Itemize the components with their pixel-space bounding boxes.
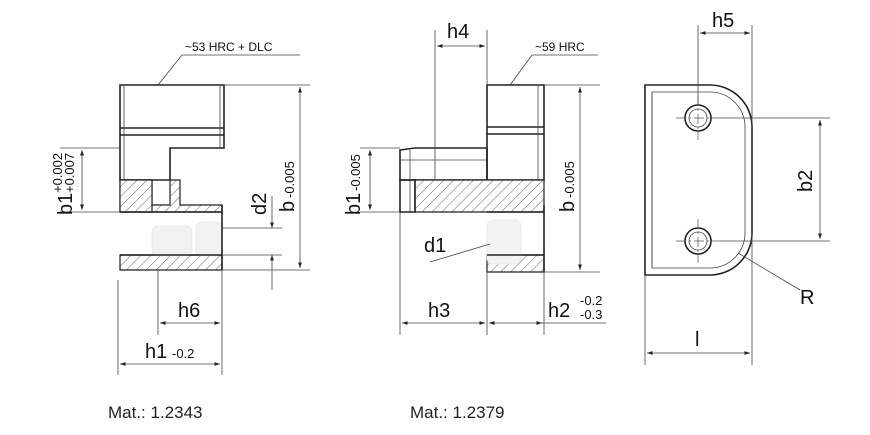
left-dim-b1-lower-tol: +0.007 [62,153,77,193]
middle-dim-b1: b1 [343,193,365,215]
middle-part-view: ~59 HRC h4 b1 [343,21,606,422]
middle-section-hatch [414,179,545,213]
left-dim-h1: h1 [145,341,167,363]
right-dim-l: l [695,329,699,351]
right-plate-outline [644,84,753,276]
middle-dim-h4: h4 [447,21,469,43]
left-dim-b: b [277,201,299,212]
middle-dim-h3: h3 [428,300,450,322]
left-upper-block [119,84,225,181]
middle-upper-block [486,84,545,181]
middle-dim-h2-lower-tol: -0.3 [580,307,602,322]
left-lower-plate [119,254,223,271]
left-dim-h1-tol: -0.2 [172,346,194,361]
left-dim-h6: h6 [178,300,200,322]
left-dim-b1-upper-tol: +0.002 [50,153,65,193]
left-hardness-leader [157,54,183,86]
left-dim-b-tol: -0.005 [282,161,297,198]
middle-material-label: Mat.: 1.2379 [410,403,505,422]
middle-dim-b: b [557,201,579,212]
left-hardness-note: ~53 HRC + DLC [185,40,273,54]
left-dim-b1: b1 [55,193,77,215]
middle-hardness-note: ~59 HRC [535,40,585,54]
left-part-view: ~53 HRC + DLC b1 +0.002 [50,40,310,422]
middle-dim-b-tol: -0.005 [562,161,577,198]
left-material-label: Mat.: 1.2343 [108,403,203,422]
right-dim-h5: h5 [712,10,734,32]
right-part-view: h5 b2 R l [644,10,830,365]
left-dim-d2: d2 [249,193,271,215]
right-dim-R: R [800,287,814,309]
middle-step [399,147,488,181]
middle-hardness-leader [509,54,533,86]
right-dim-b2: b2 [795,170,817,192]
middle-dim-b1-tol: -0.005 [348,154,363,191]
middle-dim-h2: h2 [548,300,570,322]
middle-dim-h2-upper-tol: -0.2 [580,293,602,308]
middle-dim-d1: d1 [424,235,446,257]
